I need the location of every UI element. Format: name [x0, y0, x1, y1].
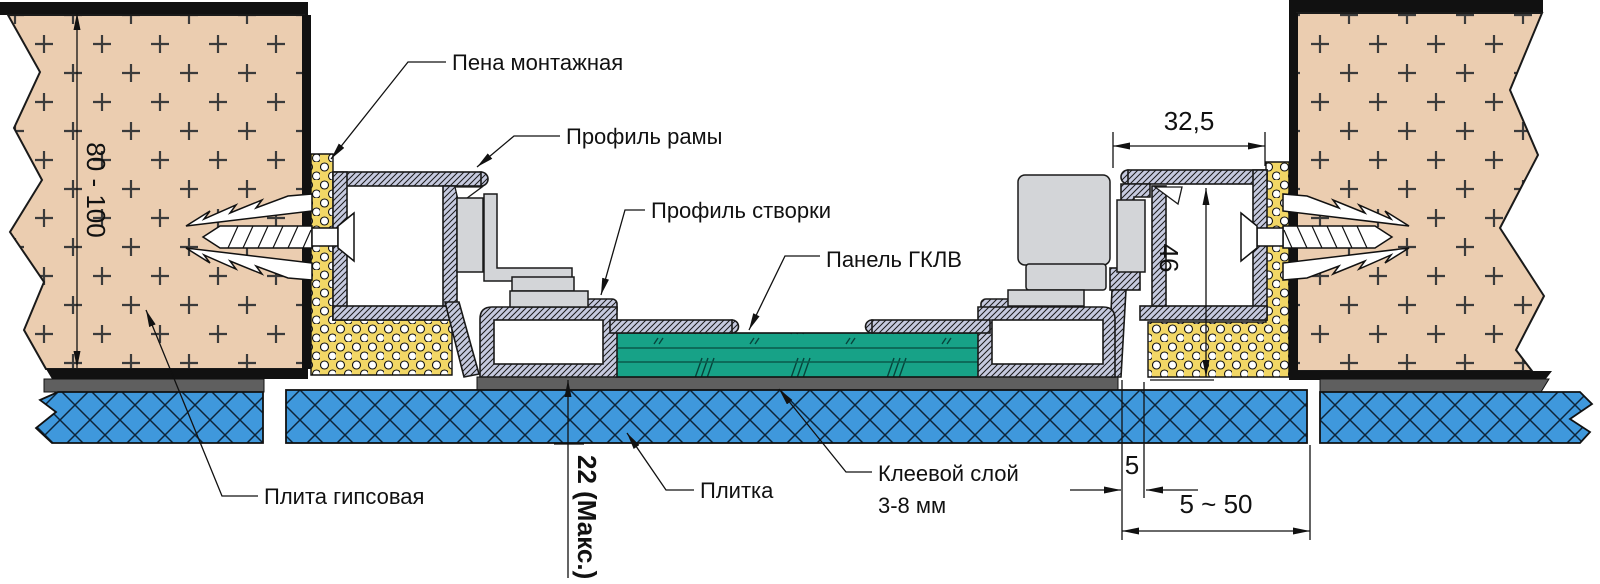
leader-tile: [626, 432, 694, 491]
sash-profile-right: [864, 298, 1116, 378]
tile-left: [34, 391, 264, 444]
striker-plate: [1116, 199, 1146, 273]
frame-left-flange: [332, 171, 482, 187]
adhesive-right: [1319, 378, 1550, 393]
right-wall-body: [1296, 12, 1546, 372]
frame-right-inner-wall: [1151, 185, 1167, 307]
frame-left-inner-wall: [442, 185, 458, 307]
leader-panel: [748, 255, 820, 331]
callout-tile: Плитка: [700, 478, 774, 503]
dim-gap-ext: [1121, 380, 1145, 540]
sash-left-clamp-flange: [609, 319, 733, 334]
tile-right: [1319, 391, 1594, 444]
screw-left-head: [337, 211, 355, 263]
latch-pad: [1007, 289, 1085, 307]
callout-mounting-foam: Пена монтажная: [452, 50, 623, 75]
left-wall-edge: [302, 15, 311, 369]
dim-text-bed-max: 22 (Макс.): [572, 455, 602, 579]
dim-frame-width-ext: [1112, 132, 1266, 168]
screw-left-threads: [227, 225, 312, 249]
leader-frame-profile: [476, 135, 560, 168]
hinge-pad-upper: [511, 276, 575, 292]
screw-left-shaft: [201, 225, 313, 249]
sash-left-cavity: [493, 319, 604, 365]
frame-left-leg: [443, 301, 481, 378]
screw-right-head: [1240, 211, 1258, 263]
screw-left-shank: [311, 227, 339, 247]
screw-left-wing-top: [185, 193, 313, 227]
foam-right: [1147, 161, 1290, 378]
leader-adhesive: [778, 388, 872, 473]
callout-frame-profile: Профиль рамы: [566, 124, 723, 149]
panel-layer-lines: [618, 347, 978, 363]
tiles: [34, 389, 1594, 444]
callout-gypsum-board: Плита гипсовая: [264, 484, 424, 509]
mounting-foam: [310, 153, 1290, 378]
screw-right-threads: [1283, 225, 1368, 249]
frame-right-bottom: [1139, 305, 1268, 321]
right-wall-top-band: [1289, 0, 1543, 13]
dim-text-range: 5 ~ 50: [1179, 489, 1252, 519]
leader-gypsum-board: [145, 309, 258, 497]
latch-body: [1017, 174, 1111, 266]
screw-left-wing-bottom: [185, 247, 313, 281]
annotations: Пена монтажная Профиль рамы Профиль ство…: [81, 50, 1253, 579]
screw-right-shaft: [1282, 225, 1394, 249]
leader-lines: [145, 61, 872, 497]
anchor-screw-right: [1240, 193, 1410, 281]
sash-right-clamp-flange: [871, 319, 991, 334]
screw-right-wing-bottom: [1282, 247, 1410, 281]
callout-adhesive-line1: Клеевой слой: [878, 461, 1019, 486]
foam-left: [310, 153, 453, 376]
leader-mounting-foam: [330, 61, 446, 160]
right-wall-edge: [1289, 13, 1298, 371]
left-wall-bottom-band: [46, 369, 308, 379]
hardware: [456, 174, 1146, 308]
adhesive-center: [476, 376, 1119, 392]
dim-text-frame-height: 46: [1154, 244, 1184, 273]
left-wall-body: [6, 14, 305, 370]
callout-adhesive-line2: 3-8 мм: [878, 493, 946, 518]
dim-text-wall-thickness: 80 - 100: [81, 142, 111, 237]
sash-right-cavity: [991, 319, 1104, 365]
frame-right-flange: [1127, 169, 1268, 185]
right-wall: [1289, 0, 1552, 380]
tile-center: [285, 389, 1308, 444]
hinge-pad-lower: [509, 290, 589, 308]
adhesive-left: [43, 378, 265, 393]
screw-right-wing-top: [1282, 193, 1410, 227]
gklv-panel: [615, 332, 981, 378]
dim-text-frame-width: 32,5: [1164, 106, 1215, 136]
callout-sash-profile: Профиль створки: [651, 198, 831, 223]
sash-profile-left: [479, 298, 740, 378]
latch-base: [1025, 263, 1107, 291]
screw-right-shank: [1256, 227, 1284, 247]
adhesive-layers: [43, 376, 1550, 393]
dim-text-gap: 5: [1125, 450, 1139, 480]
dimensions: [73, 13, 1311, 578]
hinge-plate: [456, 197, 484, 273]
left-wall-top-band: [0, 2, 308, 15]
panel-body: [615, 332, 981, 378]
hinge-arm: [483, 193, 573, 282]
callout-panel-gklv: Панель ГКЛВ: [826, 247, 962, 272]
frame-left-bottom: [332, 305, 456, 321]
right-wall-bottom-band: [1289, 371, 1552, 380]
anchor-screw-left: [185, 193, 355, 281]
left-wall: [0, 2, 311, 379]
frame-right-gasket-groove: [1153, 186, 1183, 206]
leader-sash-profile: [600, 209, 645, 296]
